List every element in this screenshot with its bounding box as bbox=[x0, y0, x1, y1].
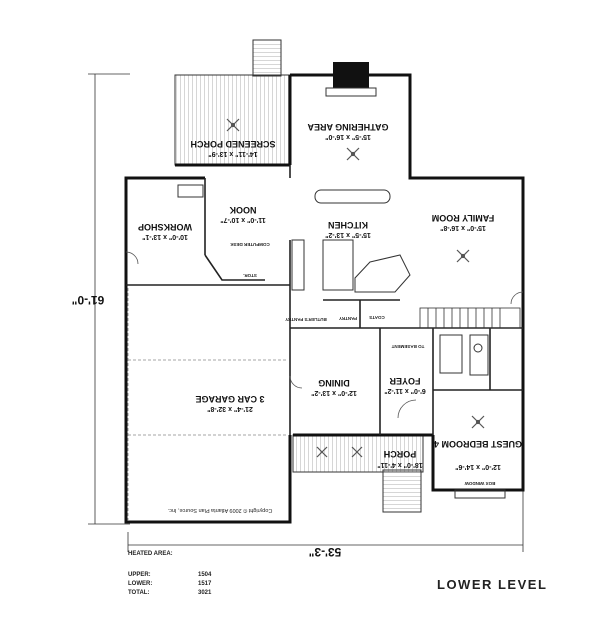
screened-porch-deck bbox=[174, 39, 291, 166]
room-name: WORKSHOP bbox=[138, 222, 192, 232]
room-dims: 21'-4" x 32'-8" bbox=[207, 405, 253, 412]
ceiling-fan-icon bbox=[456, 249, 470, 263]
room-dims: 11'-0" x 10'-7" bbox=[220, 216, 265, 223]
room-dims: 12'-0" x 14'-6" bbox=[455, 463, 501, 470]
ceiling-fan-icons bbox=[226, 118, 485, 458]
ceiling-fan-icon bbox=[346, 147, 360, 161]
room-name: FOYER bbox=[389, 376, 421, 386]
ceiling-fan-icon bbox=[226, 118, 240, 132]
overall-width: 53'-3" bbox=[309, 545, 342, 559]
computer-desk-label: COMPUTER DESK bbox=[230, 242, 270, 247]
area-label: UPPER: bbox=[128, 572, 151, 578]
area-value: 1517 bbox=[198, 581, 212, 587]
room-name: KITCHEN bbox=[328, 220, 368, 230]
room-name: DINING bbox=[318, 378, 350, 388]
room-name: SCREENED PORCH bbox=[190, 139, 275, 149]
room-dims: 18'-0" x 4'-11" bbox=[377, 461, 422, 468]
ceiling-fan-icon bbox=[316, 446, 328, 458]
room-name: FAMILY ROOM bbox=[432, 213, 495, 223]
room-name: 3 CAR GARAGE bbox=[195, 394, 264, 404]
room-dims: 15'-5" x 16'-0" bbox=[325, 133, 371, 140]
basement-stair bbox=[419, 307, 521, 329]
room-dims: 12'-0" x 13'-2" bbox=[311, 389, 357, 396]
overall-depth: 61'-0" bbox=[72, 293, 105, 307]
area-label: LOWER: bbox=[128, 581, 153, 587]
fireplace bbox=[333, 62, 369, 88]
area-label: TOTAL: bbox=[128, 590, 150, 596]
heated-area-title: HEATED AREA: bbox=[128, 551, 173, 557]
room-name: PORCH bbox=[384, 449, 417, 459]
level-title: LOWER LEVEL bbox=[437, 577, 548, 592]
interior-walls bbox=[126, 165, 523, 435]
butlers-pantry-label: BUTLER'S PANTRY bbox=[285, 317, 327, 322]
copyright-label: Copyright © 2009 Atlanta Plan Source, In… bbox=[167, 507, 272, 514]
ceiling-fan-icon bbox=[351, 446, 363, 458]
garage-bays bbox=[127, 288, 288, 520]
area-value: 3021 bbox=[198, 590, 212, 596]
to-basement-label: TO BASEMENT bbox=[391, 344, 424, 349]
door-swings bbox=[125, 251, 524, 419]
bath-fixtures bbox=[439, 334, 489, 376]
ceiling-fan-icon bbox=[471, 415, 485, 429]
heated-area-row: UPPER: 1504 bbox=[128, 572, 211, 578]
room-labels: GATHERING AREA 15'-5" x 16'-0" SCREENED … bbox=[72, 122, 522, 559]
stor-label: STOR. bbox=[243, 273, 257, 278]
box-window bbox=[454, 489, 506, 499]
pantry-label: PANTRY bbox=[339, 316, 357, 321]
area-value: 1504 bbox=[198, 572, 212, 578]
fireplace-hearth bbox=[325, 87, 377, 97]
room-dims: 6'-0" x 11'-2" bbox=[384, 387, 426, 394]
room-dims: 14'-11" x 13'-9" bbox=[208, 150, 257, 157]
dimension-lines bbox=[88, 73, 524, 552]
room-dims: 10'-0" x 13'-1" bbox=[142, 233, 188, 240]
heated-area-row: LOWER: 1517 bbox=[128, 581, 211, 587]
exterior-walls bbox=[124, 73, 525, 524]
room-dims: 15'-5" x 13'-2" bbox=[325, 231, 371, 238]
box-window-label: BOX WINDOW bbox=[464, 481, 495, 486]
small-labels: COMPUTER DESK STOR. PANTRY BUTLER'S PANT… bbox=[167, 242, 495, 514]
room-name: NOOK bbox=[229, 205, 257, 215]
heated-area-row: TOTAL: 3021 bbox=[128, 590, 211, 596]
room-name: GUEST BEDROOM 4 bbox=[434, 439, 522, 449]
coats-label: COATS bbox=[369, 315, 384, 320]
room-dims: 15'-0" x 16'-8" bbox=[440, 224, 486, 231]
room-name: GATHERING AREA bbox=[307, 122, 389, 132]
kitchen-fixtures bbox=[177, 184, 411, 293]
front-porch-deck bbox=[292, 434, 424, 513]
